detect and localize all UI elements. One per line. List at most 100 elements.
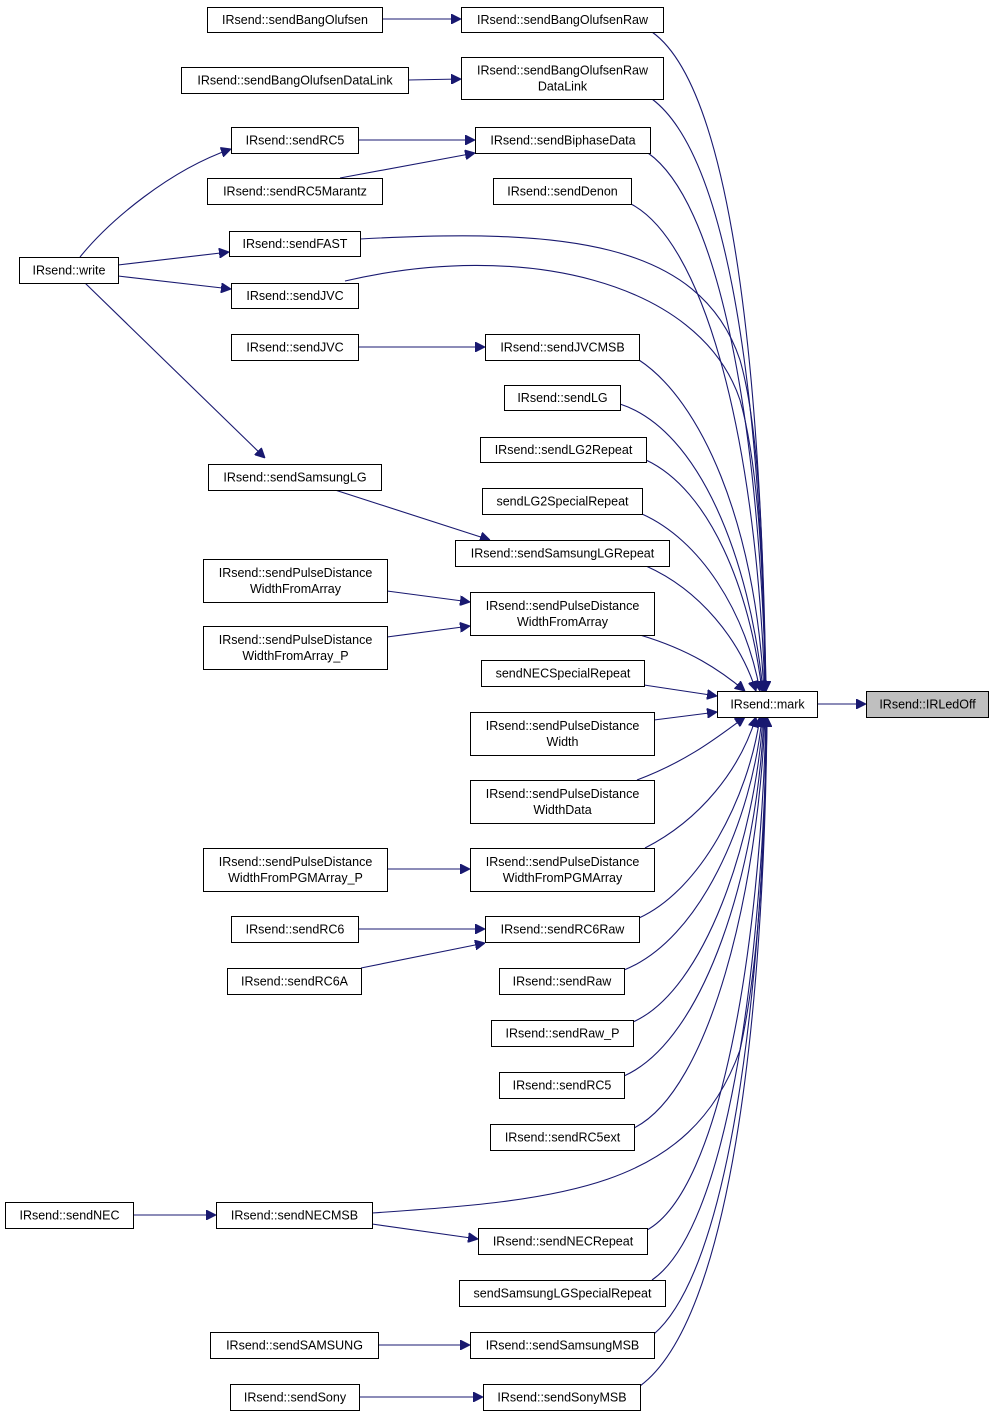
edge-rc5marantz-to-biphase	[339, 153, 475, 179]
node-box	[459, 1280, 666, 1307]
node-sendBangOlufsenRaw[interactable]: IRsend::sendBangOlufsenRaw	[461, 7, 664, 33]
edge-rc6a-to-rc6raw	[360, 943, 485, 969]
node-sendDenon[interactable]: IRsend::sendDenon	[493, 178, 632, 205]
node-sendNECMSB[interactable]: IRsend::sendNECMSB	[216, 1202, 373, 1229]
node-label: IRsend::sendSony	[244, 1391, 347, 1405]
edge-line	[638, 359, 764, 691]
node-label: WidthFromPGMArray_P	[228, 871, 363, 885]
node-sendRaw[interactable]: IRsend::sendRaw	[499, 968, 625, 995]
node-sendBiphaseData[interactable]: IRsend::sendBiphaseData	[475, 127, 651, 154]
node-box	[470, 1332, 655, 1359]
node-mark[interactable]: IRsend::mark	[717, 691, 818, 718]
node-sendLG2Repeat[interactable]: IRsend::sendLG2Repeat	[480, 437, 647, 463]
node-sendNECRepeat[interactable]: IRsend::sendNECRepeat	[478, 1228, 648, 1255]
node-sendSamsungLG[interactable]: IRsend::sendSamsungLG	[208, 464, 382, 491]
edge-line	[636, 717, 745, 781]
node-sendRC6[interactable]: IRsend::sendRC6	[231, 916, 359, 943]
edge-line	[117, 252, 229, 266]
node-label: IRsend::sendRC6	[246, 923, 345, 937]
edge-line	[84, 282, 265, 458]
node-label: IRsend::sendBangOlufsenRaw	[477, 13, 649, 27]
node-label: sendLG2SpecialRepeat	[496, 495, 629, 509]
edge-lg2special-to-mark	[641, 513, 760, 691]
edge-necrepeat-to-mark	[646, 717, 766, 1231]
node-box	[5, 1202, 134, 1229]
node-sendJVCMSB[interactable]: IRsend::sendJVCMSB	[485, 334, 640, 361]
node-sendBangOlufsen[interactable]: IRsend::sendBangOlufsen	[207, 7, 383, 33]
node-box	[504, 385, 621, 411]
node-sendLG[interactable]: IRsend::sendLG	[504, 385, 621, 411]
node-sendSamsungMSB[interactable]: IRsend::sendSamsungMSB	[470, 1332, 655, 1359]
node-box	[227, 968, 362, 995]
node-sendBangOlufsenDataLink[interactable]: IRsend::sendBangOlufsenDataLink	[181, 67, 409, 94]
node-sendRawP[interactable]: IRsend::sendRaw_P	[491, 1020, 634, 1047]
node-sendPDWFromPGMArrayP[interactable]: IRsend::sendPulseDistanceWidthFromPGMArr…	[203, 848, 388, 892]
edge-line	[639, 717, 767, 1387]
node-IRLedOff[interactable]: IRsend::IRLedOff	[866, 691, 989, 718]
node-sendNEC[interactable]: IRsend::sendNEC	[5, 1202, 134, 1229]
node-sendPDWFromPGMArray[interactable]: IRsend::sendPulseDistanceWidthFromPGMArr…	[470, 848, 655, 892]
node-sendRC6A[interactable]: IRsend::sendRC6A	[227, 968, 362, 995]
node-sendSony[interactable]: IRsend::sendSony	[230, 1384, 360, 1411]
node-box	[210, 1332, 379, 1359]
node-label: IRsend::sendLG2Repeat	[495, 443, 633, 457]
node-sendFAST[interactable]: IRsend::sendFAST	[229, 231, 361, 257]
node-sendRC5b[interactable]: IRsend::sendRC5	[499, 1072, 625, 1099]
node-label: IRsend::sendJVCMSB	[500, 341, 624, 355]
node-box	[478, 1228, 648, 1255]
node-box	[717, 691, 818, 718]
node-label: IRsend::sendPulseDistance	[219, 633, 373, 647]
node-sendRC5Marantz[interactable]: IRsend::sendRC5Marantz	[207, 178, 383, 205]
node-sendJVC1[interactable]: IRsend::sendJVC	[231, 283, 359, 309]
edge-line	[386, 590, 470, 602]
node-sendRC6Raw[interactable]: IRsend::sendRC6Raw	[485, 916, 640, 943]
node-sendRC5[interactable]: IRsend::sendRC5	[231, 127, 359, 154]
edge-pgmarray-to-mark	[644, 717, 756, 849]
edge-datalink-to-rawdatalink	[407, 79, 461, 80]
edge-line	[630, 203, 765, 691]
edge-line	[334, 489, 490, 540]
node-sendJVC2[interactable]: IRsend::sendJVC	[231, 334, 359, 361]
node-sendSamsungLGRepeat[interactable]: IRsend::sendSamsungLGRepeat	[455, 540, 670, 567]
node-label: IRsend::sendRC5ext	[505, 1131, 621, 1145]
edge-bangolufsenraw-to-mark	[651, 31, 766, 691]
edge-necmsb-to-necrepeat	[371, 1223, 478, 1239]
edge-biphase-to-mark	[647, 152, 766, 691]
node-sendSamsungLGSpecialRepeat[interactable]: sendSamsungLGSpecialRepeat	[459, 1280, 666, 1307]
node-box	[490, 1124, 635, 1151]
edge-samsunglgrepeat-to-mark	[645, 565, 756, 691]
node-label: IRsend::sendRaw	[513, 975, 613, 989]
node-label: IRsend::sendBiphaseData	[490, 134, 635, 148]
edges-layer	[79, 19, 866, 1397]
node-label: WidthFromArray_P	[242, 649, 348, 663]
edge-line	[645, 459, 762, 691]
node-label: IRsend::sendNEC	[19, 1209, 119, 1223]
node-label: IRsend::sendNECMSB	[231, 1209, 358, 1223]
node-label: WidthFromArray	[250, 582, 342, 596]
node-sendSAMSUNG[interactable]: IRsend::sendSAMSUNG	[210, 1332, 379, 1359]
node-label: IRsend::sendJVC	[246, 341, 343, 355]
node-sendSonyMSB[interactable]: IRsend::sendSonyMSB	[483, 1384, 641, 1411]
node-sendPDWFromArrayP[interactable]: IRsend::sendPulseDistanceWidthFromArray_…	[203, 626, 388, 670]
node-label: IRsend::sendFAST	[243, 237, 348, 251]
edge-pdwfromarraymain-to-mark	[639, 634, 745, 691]
node-sendLG2SpecialRepeat[interactable]: sendLG2SpecialRepeat	[482, 488, 643, 515]
node-label: IRsend::sendRaw_P	[506, 1027, 620, 1041]
edge-samsunglgspecial-to-mark	[651, 717, 767, 1281]
node-box	[203, 848, 388, 892]
node-label: sendSamsungLGSpecialRepeat	[474, 1287, 652, 1301]
node-sendRC5ext[interactable]: IRsend::sendRC5ext	[490, 1124, 635, 1151]
node-box	[485, 916, 640, 943]
node-box	[470, 848, 655, 892]
node-box	[461, 7, 664, 33]
node-sendNECSpecialRepeat[interactable]: sendNECSpecialRepeat	[481, 660, 645, 687]
node-write[interactable]: IRsend::write	[19, 257, 119, 284]
node-label: IRsend::sendRC5	[513, 1079, 612, 1093]
